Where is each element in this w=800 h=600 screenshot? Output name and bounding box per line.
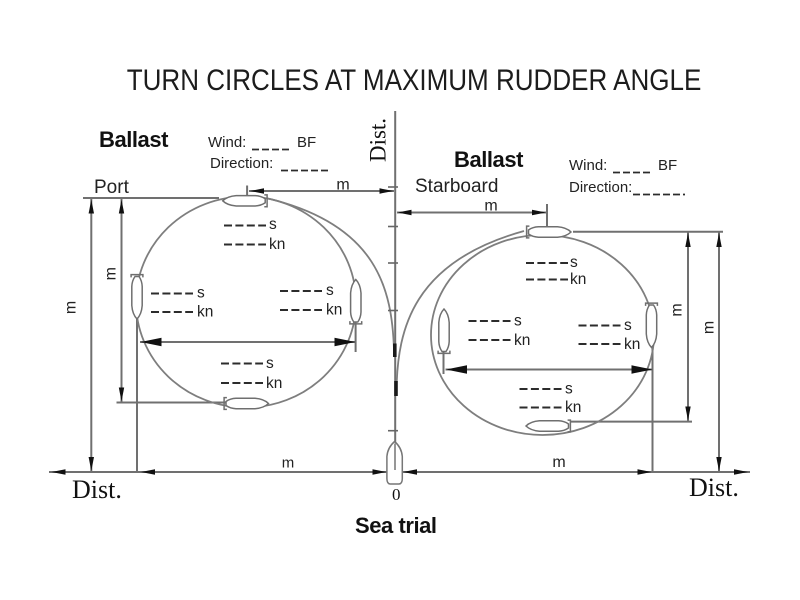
svg-text:Wind:: Wind: [208,134,246,151]
svg-text:s: s [197,285,205,302]
svg-text:kn: kn [269,236,285,253]
svg-text:kn: kn [266,375,282,392]
svg-text:m: m [701,321,718,334]
svg-text:TURN CIRCLES AT MAXIMUM RUDDER: TURN CIRCLES AT MAXIMUM RUDDER ANGLE [127,63,702,96]
svg-text:s: s [514,313,522,330]
svg-text:m: m [669,303,686,316]
svg-text:kn: kn [326,302,342,319]
svg-text:Dist.: Dist. [689,473,739,502]
svg-text:m: m [552,454,565,471]
svg-text:m: m [103,267,120,280]
svg-text:m: m [62,301,79,314]
svg-text:s: s [266,355,274,372]
svg-text:m: m [484,198,497,215]
svg-text:Starboard: Starboard [415,176,498,197]
svg-text:kn: kn [565,399,581,416]
svg-text:kn: kn [570,271,586,288]
svg-text:BF: BF [297,134,316,151]
svg-text:Ballast: Ballast [454,147,524,172]
svg-text:kn: kn [197,304,213,321]
svg-text:Sea trial: Sea trial [355,513,437,538]
svg-text:Direction:: Direction: [210,155,273,172]
svg-text:s: s [565,381,573,398]
svg-text:0: 0 [392,485,401,504]
svg-text:s: s [624,317,632,334]
svg-text:s: s [570,254,578,271]
svg-text:m: m [336,177,349,194]
svg-text:Direction:: Direction: [569,179,632,196]
svg-text:Port: Port [94,177,130,198]
svg-text:kn: kn [514,332,530,349]
svg-text:m: m [282,455,295,472]
svg-text:s: s [326,282,334,299]
svg-text:Ballast: Ballast [99,127,169,152]
svg-text:BF: BF [658,157,677,174]
svg-text:Dist.: Dist. [72,475,122,504]
svg-text:Dist.: Dist. [366,118,391,162]
svg-text:kn: kn [624,336,640,353]
svg-text:Wind:: Wind: [569,157,607,174]
svg-text:s: s [269,216,277,233]
